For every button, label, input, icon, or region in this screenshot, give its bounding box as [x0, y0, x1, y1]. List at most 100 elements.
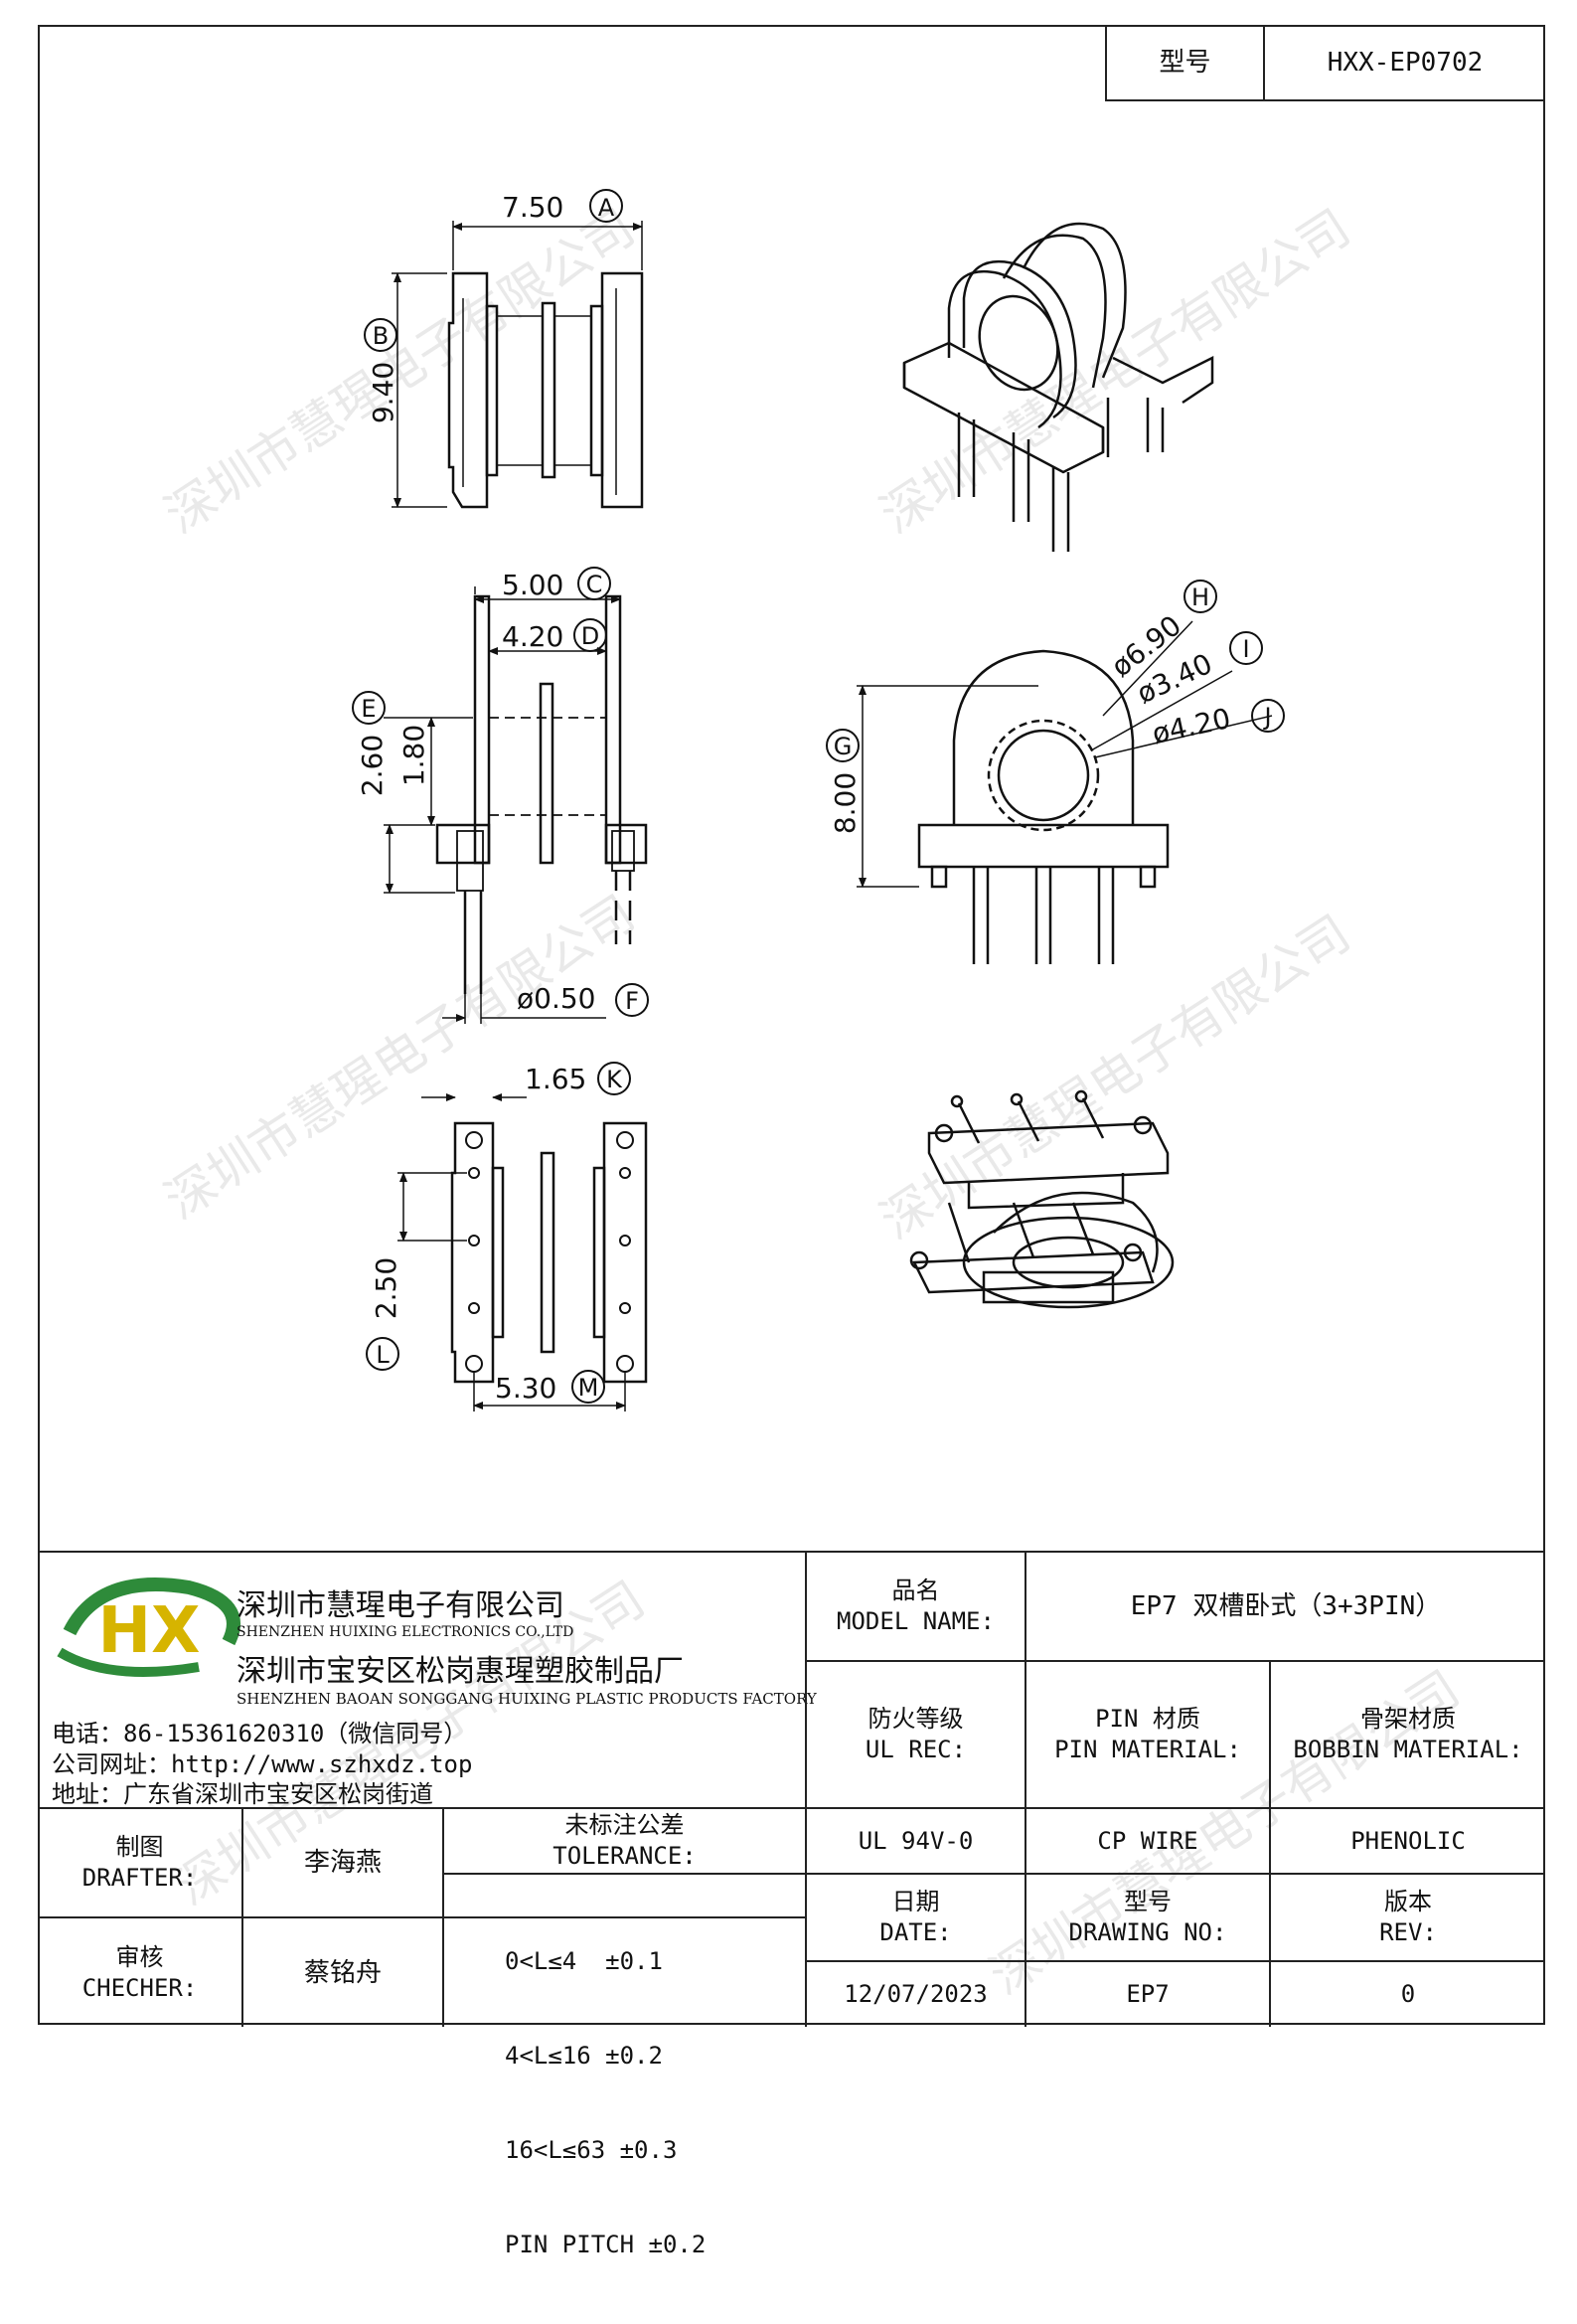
dim-c-letter: C [586, 571, 603, 598]
dim-e2-value: 1.80 [397, 725, 430, 786]
dim-i-letter: I [1242, 635, 1249, 663]
date-en: DATE: [879, 1918, 952, 1946]
checker-zh: 审核 [115, 1942, 164, 1971]
dim-j-letter: J [1262, 703, 1271, 731]
end-view [857, 620, 1273, 964]
company-name-1: 深圳市慧瑆电子有限公司 [237, 1588, 564, 1623]
ul-rec-value: UL 94V-0 [858, 1826, 974, 1855]
date-value: 12/07/2023 [844, 1980, 988, 2008]
grid-line [805, 1873, 1545, 1875]
checker-name: 蔡铭舟 [303, 1957, 382, 1988]
isometric-view-bottom [909, 1089, 1175, 1309]
checker-label: 审核 CHECHER: [38, 1918, 241, 2027]
ul-rec-zh: 防火等级 [867, 1705, 964, 1733]
pin-material-en: PIN MATERIAL: [1054, 1736, 1241, 1763]
grid-line [1025, 1553, 1026, 2027]
grid-line [805, 1660, 1545, 1662]
model-name-value: EP7 双槽卧式（3+3PIN） [1130, 1591, 1442, 1621]
dim-m-value: 5.30 [495, 1372, 556, 1405]
drawing-no-zh: 型号 [1124, 1888, 1172, 1915]
dim-j-value: ø4.20 [1150, 702, 1234, 750]
drawing-no-label: 型号 DRAWING NO: [1026, 1875, 1269, 1960]
bobbin-material-en: BOBBIN MATERIAL: [1293, 1736, 1523, 1763]
drafter-label: 制图 DRAFTER: [38, 1809, 241, 1916]
company-website: 公司网址：http://www.szhxdz.top [52, 1750, 473, 1778]
dim-d-value: 4.20 [502, 620, 563, 653]
tolerance-table: 0<L≤4 ±0.1 4<L≤16 ±0.2 16<L≤63 ±0.3 PIN … [505, 1885, 803, 2324]
tolerance-row: 4<L≤16 ±0.2 [505, 2042, 663, 2070]
dim-l-value: 2.50 [370, 1257, 402, 1319]
tolerance-row: 16<L≤63 ±0.3 [505, 2136, 678, 2164]
model-number-box: 型号 HXX-EP0702 [1105, 25, 1545, 101]
rev-value: 0 [1400, 1980, 1416, 2008]
bobbin-material-zh: 骨架材质 [1360, 1705, 1456, 1733]
tolerance-label: 未标注公差 TOLERANCE: [444, 1809, 805, 1873]
grid-line [442, 1807, 444, 2027]
company-phone: 电话：86-15361620310（微信同号） [52, 1720, 468, 1747]
isometric-view-top [902, 222, 1214, 552]
dim-f-value: ø0.50 [517, 982, 595, 1015]
dim-d-letter: D [581, 622, 599, 650]
drafter-zh: 制图 [115, 1833, 164, 1861]
technical-drawing: 7.50 A 9.40 B 5.00 C 4.20 D E 2.60 1.80 … [352, 189, 1285, 1411]
dim-g-letter: G [834, 733, 853, 760]
dim-k-letter: K [606, 1066, 623, 1093]
grid-line [442, 1873, 805, 1875]
tolerance-zh: 未标注公差 [564, 1811, 685, 1839]
date-zh: 日期 [891, 1888, 940, 1915]
company-name-2: 深圳市宝安区松岗惠瑆塑胶制品厂 [237, 1654, 684, 1689]
drawing-frame [38, 25, 1545, 2025]
dim-c-value: 5.00 [502, 569, 563, 601]
dim-h-letter: H [1191, 583, 1209, 611]
grid-line [241, 1807, 243, 2027]
date-label: 日期 DATE: [807, 1875, 1025, 1960]
dim-k-value: 1.65 [525, 1063, 586, 1095]
company-address: 地址：广东省深圳市宝安区松岗街道 [52, 1780, 433, 1808]
grid-line [805, 1553, 807, 2027]
drafter-name: 李海燕 [303, 1848, 382, 1878]
title-block: HX 深圳市慧瑆电子有限公司 SHENZHEN HUIXING ELECTRON… [38, 1551, 1545, 2258]
model-name-label: 品名 MODEL NAME: [807, 1553, 1025, 1660]
grid-line [805, 1960, 1545, 1962]
pin-material-label: PIN 材质 PIN MATERIAL: [1026, 1662, 1269, 1807]
checker-en: CHECHER: [81, 1973, 198, 2002]
tolerance-row: PIN PITCH ±0.2 [505, 2231, 707, 2258]
drafter-en: DRAFTER: [81, 1864, 198, 1892]
rev-zh: 版本 [1384, 1888, 1432, 1915]
bobbin-material-value: PHENOLIC [1350, 1826, 1466, 1855]
dim-a-letter: A [598, 194, 615, 222]
dim-l-letter: L [376, 1341, 390, 1369]
model-name-en: MODEL NAME: [837, 1607, 995, 1635]
pin-material-value: CP WIRE [1097, 1826, 1198, 1855]
dim-m-letter: M [578, 1374, 599, 1402]
company-name-1-en: SHENZHEN HUIXING ELECTRONICS CO.,LTD [237, 1624, 574, 1640]
model-name-zh: 品名 [891, 1577, 940, 1604]
grid-line [38, 1916, 805, 1918]
tolerance-en: TOLERANCE: [552, 1842, 697, 1870]
model-value: HXX-EP0702 [1327, 47, 1484, 78]
bottom-view [397, 1093, 648, 1411]
dim-b-letter: B [373, 322, 389, 350]
company-name-2-en: SHENZHEN BAOAN SONGGANG HUIXING PLASTIC … [237, 1690, 817, 1708]
grid-line [1269, 1660, 1271, 2027]
drawing-no-value: EP7 [1126, 1980, 1170, 2008]
dim-g-value: 8.00 [829, 772, 862, 834]
pin-material-zh: PIN 材质 [1095, 1705, 1200, 1733]
front-view [392, 221, 644, 509]
dim-f-letter: F [625, 987, 639, 1015]
dim-e-letter: E [361, 695, 376, 723]
dim-e-value: 2.60 [356, 735, 389, 796]
model-label: 型号 [1107, 25, 1265, 99]
grid-line [38, 1807, 1545, 1809]
dim-a-value: 7.50 [502, 191, 563, 224]
bobbin-material-label: 骨架材质 BOBBIN MATERIAL: [1271, 1662, 1545, 1807]
logo-letters: HX [98, 1594, 201, 1668]
ul-rec-en: UL REC: [865, 1736, 967, 1763]
rev-label: 版本 REV: [1271, 1875, 1545, 1960]
drawing-no-en: DRAWING NO: [1068, 1918, 1227, 1946]
company-logo: HX [50, 1573, 248, 1682]
tolerance-row: 0<L≤4 ±0.1 [505, 1947, 663, 1975]
dim-b-value: 9.40 [367, 362, 399, 423]
ul-rec-label: 防火等级 UL REC: [807, 1662, 1025, 1807]
company-area: HX 深圳市慧瑆电子有限公司 SHENZHEN HUIXING ELECTRON… [38, 1553, 817, 1811]
